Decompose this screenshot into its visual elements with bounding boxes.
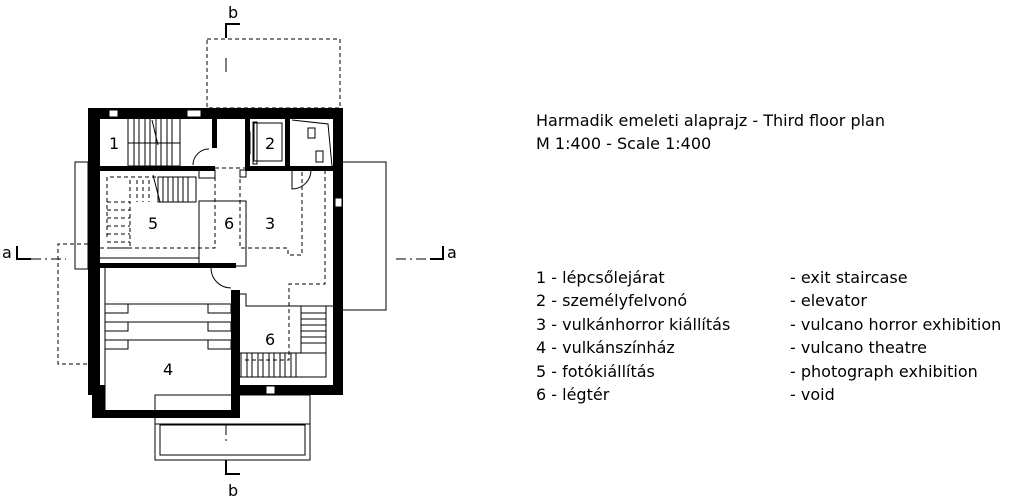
legend-item-hu: 1 - lépcsőlejárat bbox=[536, 268, 665, 287]
legend-item-hu: 2 - személyfelvonó bbox=[536, 291, 688, 310]
section-b-label-bottom: b bbox=[228, 481, 238, 500]
legend-item-hu: 3 - vulkánhorror kiállítás bbox=[536, 315, 731, 334]
section-b-label-top: b bbox=[228, 3, 238, 22]
theatre-tiers bbox=[104, 303, 232, 350]
thin-outlines bbox=[74, 117, 387, 461]
room-label-5: 5 bbox=[148, 214, 158, 233]
room-label-6-lower: 6 bbox=[265, 330, 275, 349]
legend-item-en: - vulcano horror exhibition bbox=[790, 315, 1002, 334]
legend-item-en: - vulcano theatre bbox=[790, 338, 927, 357]
section-a-label-right: a bbox=[447, 243, 457, 262]
room-label-3: 3 bbox=[265, 214, 275, 233]
plan-scale: M 1:400 - Scale 1:400 bbox=[536, 134, 712, 153]
room-label-4: 4 bbox=[163, 360, 173, 379]
walls bbox=[88, 108, 343, 418]
legend-item-hu: 5 - fotókiállítás bbox=[536, 362, 655, 381]
section-a-label-left: a bbox=[2, 243, 12, 262]
room-label-1: 1 bbox=[109, 134, 119, 153]
legend-item-en: - photograph exhibition bbox=[790, 362, 978, 381]
windows bbox=[108, 109, 343, 395]
section-lines bbox=[16, 23, 444, 475]
stair-treads-1 bbox=[133, 118, 173, 166]
room-label-2: 2 bbox=[265, 134, 275, 153]
legend-item-en: - elevator bbox=[790, 291, 867, 310]
legend-item-en: - exit staircase bbox=[790, 268, 908, 287]
plan-title: Harmadik emeleti alaprajz - Third floor … bbox=[536, 111, 885, 130]
legend-item-en: - void bbox=[790, 385, 835, 404]
room-label-6-upper: 6 bbox=[224, 214, 234, 233]
legend-item-hu: 4 - vulkánszínház bbox=[536, 338, 675, 357]
legend-item-hu: 6 - légtér bbox=[536, 385, 610, 404]
